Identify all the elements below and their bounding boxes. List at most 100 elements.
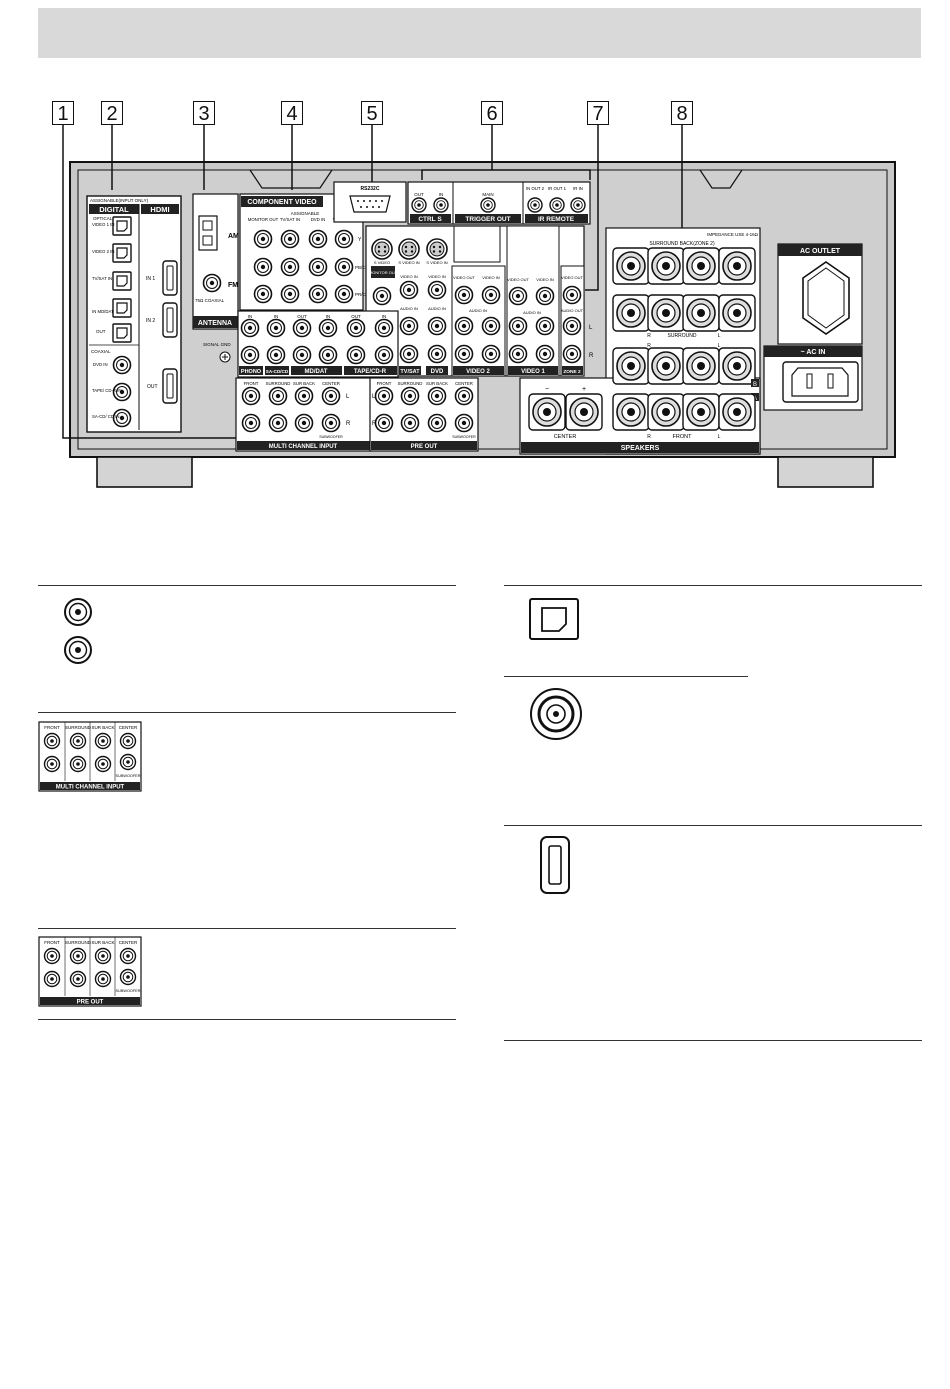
pre-out-block: FRONT SURROUND SUR BACK CENTER SUBWOOFER…	[369, 377, 479, 452]
legend-mci-front: FRONT	[44, 725, 60, 730]
tape-in: IN	[382, 314, 387, 319]
mci-front: FRONT	[244, 381, 259, 386]
po-front: FRONT	[377, 381, 392, 386]
digital-top-note: ASSIGNABLE(INPUT ONLY)	[90, 198, 149, 203]
legend-mci-title: MULTI CHANNEL INPUT	[56, 785, 125, 791]
comp-col-dvd: DVD IN	[311, 217, 326, 222]
surround-back-label: SURROUND BACK(ZONE 2)	[649, 241, 715, 247]
antenna-block: AM FM 75Ω COAXIAL ANTENNA SIGNAL GND	[192, 193, 239, 363]
legend-mci-subwoofer: SUBWOOFER	[116, 774, 141, 778]
rule-right-3	[504, 825, 922, 826]
coax-tape-label: TAPE/ CD-R IN	[92, 388, 122, 393]
av-l-label: L	[589, 325, 593, 331]
mddat-title: MD/DAT	[305, 369, 328, 375]
optical-video1-label: VIDEO 1 IN	[92, 222, 114, 227]
front-b-l: L	[718, 343, 721, 349]
legend-po-title: PRE OUT	[77, 1000, 104, 1006]
signal-gnd-label: SIGNAL GND	[203, 342, 231, 347]
mci-center: CENTER	[322, 381, 340, 386]
video1-video-in: VIDEO IN	[536, 277, 554, 282]
tvsat-video-in: VIDEO IN	[400, 274, 418, 279]
rca-jack-icon-2	[64, 636, 92, 664]
speaker-b: B	[753, 382, 757, 388]
rule-right-2	[504, 676, 748, 677]
legend-po-center: CENTER	[119, 940, 138, 945]
coax-dvd-label: DVD IN	[93, 362, 108, 367]
av-block: S VIDEO S VIDEO IN S VIDEO IN MONITOR OU…	[365, 225, 594, 377]
header-band	[38, 8, 921, 58]
svideo-label-2: S VIDEO IN	[398, 260, 419, 265]
impedance-label: IMPEDANCE USE 4-16Ω	[707, 232, 759, 237]
trigger-main: MAIN	[482, 192, 493, 197]
hdmi-jack-icon	[540, 836, 570, 894]
callout-5: 5	[361, 101, 383, 125]
mci-surback: SUR BACK	[293, 381, 315, 386]
mci-r: R	[346, 421, 351, 427]
rs232c-block: RS232C	[333, 181, 407, 223]
legend-mci-surback: SUR BACK	[91, 725, 114, 730]
phono-in: IN	[248, 314, 253, 319]
mci-subwoofer: SUBWOOFER	[319, 435, 343, 439]
mddat-out: OUT	[297, 314, 307, 319]
callout-4: 4	[281, 101, 303, 125]
digital-hdmi-block: ASSIGNABLE(INPUT ONLY) DIGITAL HDMI OPTI…	[86, 195, 182, 433]
legend-multi-channel-input: FRONT SURROUND SUR BACK CENTER SUBWOOFER…	[38, 721, 142, 792]
po-center: CENTER	[455, 381, 473, 386]
optical-label: OPTICAL	[93, 216, 113, 221]
rule-left-4	[38, 1019, 456, 1020]
dvd-video-in: VIDEO IN	[428, 274, 446, 279]
zone2-video-out: VIDEO OUT	[561, 275, 584, 280]
legend-po-surback: SUR BACK	[91, 940, 114, 945]
callout-7: 7	[587, 101, 609, 125]
ctrl-s-out: OUT	[414, 192, 424, 197]
mddat-in: IN	[326, 314, 331, 319]
rca-jack-icon	[64, 598, 92, 626]
ctrl-s-in: IN	[439, 192, 444, 197]
comp-row-pb: PB/CB	[355, 265, 369, 270]
rca-legend-icons	[64, 598, 92, 664]
tvsat-audio-in: AUDIO IN	[400, 306, 418, 311]
center-minus: −	[545, 386, 549, 393]
surround-l: L	[718, 333, 721, 339]
po-l: L	[372, 394, 376, 400]
callout-3: 3	[193, 101, 215, 125]
optical-tvsat-label: TV/SAT IN	[92, 276, 112, 281]
front-r: R	[647, 434, 651, 440]
comp-col-tvsat: TV/SAT IN	[280, 217, 300, 222]
po-subwoofer: SUBWOOFER	[452, 435, 476, 439]
speakers-title: SPEAKERS	[621, 445, 660, 452]
ac-in-title: ~ AC IN	[801, 349, 826, 356]
front-b-r: R	[647, 343, 651, 349]
optical-jack-icon	[529, 598, 579, 640]
multi-channel-input-block: FRONT SURROUND SUR BACK CENTER SUBWOOFER…	[235, 377, 372, 452]
callout-8: 8	[671, 101, 693, 125]
phono-title: PHONO	[241, 369, 262, 375]
video2-title: VIDEO 2	[466, 369, 490, 375]
ir-out1: IR OUT 1	[548, 186, 567, 191]
rs232c-label: RS232C	[361, 186, 380, 192]
comp-row-y: Y	[358, 237, 362, 243]
legend-po-subwoofer: SUBWOOFER	[116, 989, 141, 993]
trigger-out-title: TRIGGER OUT	[465, 216, 510, 223]
sacd-title: SA-CD/CD	[266, 369, 289, 374]
coax-sacd-label: SA-CD/ CD IN	[92, 414, 119, 419]
optical-mddat-in-label: IN MD/DAT	[92, 309, 114, 314]
rule-left-3	[38, 928, 456, 929]
control-block: OUT IN MAIN IN OUT 2 IR OUT 1 IR IN CTRL…	[407, 181, 591, 225]
video1-title: VIDEO 1	[521, 369, 545, 375]
ir-out2: IN OUT 2	[526, 186, 545, 191]
legend-po-surround: SURROUND	[65, 940, 92, 945]
comp-row-pr: PR/CR	[355, 292, 370, 297]
zone2-title: ZONE 2	[563, 369, 581, 375]
svideo-label-3: S VIDEO IN	[426, 260, 447, 265]
dvd-audio-in: AUDIO IN	[428, 306, 446, 311]
fm-label: FM	[228, 282, 238, 289]
svideo-label-1: S VIDEO	[374, 260, 390, 265]
zone2-audio-out: AUDIO OUT	[561, 308, 584, 313]
legend-pre-out: FRONT SURROUND SUR BACK CENTER SUBWOOFER…	[38, 936, 142, 1007]
rule-left-top	[38, 585, 456, 586]
po-r: R	[372, 421, 377, 427]
video2-video-in: VIDEO IN	[482, 275, 500, 280]
legend-mci-center: CENTER	[119, 725, 138, 730]
rule-right-top	[504, 585, 922, 586]
